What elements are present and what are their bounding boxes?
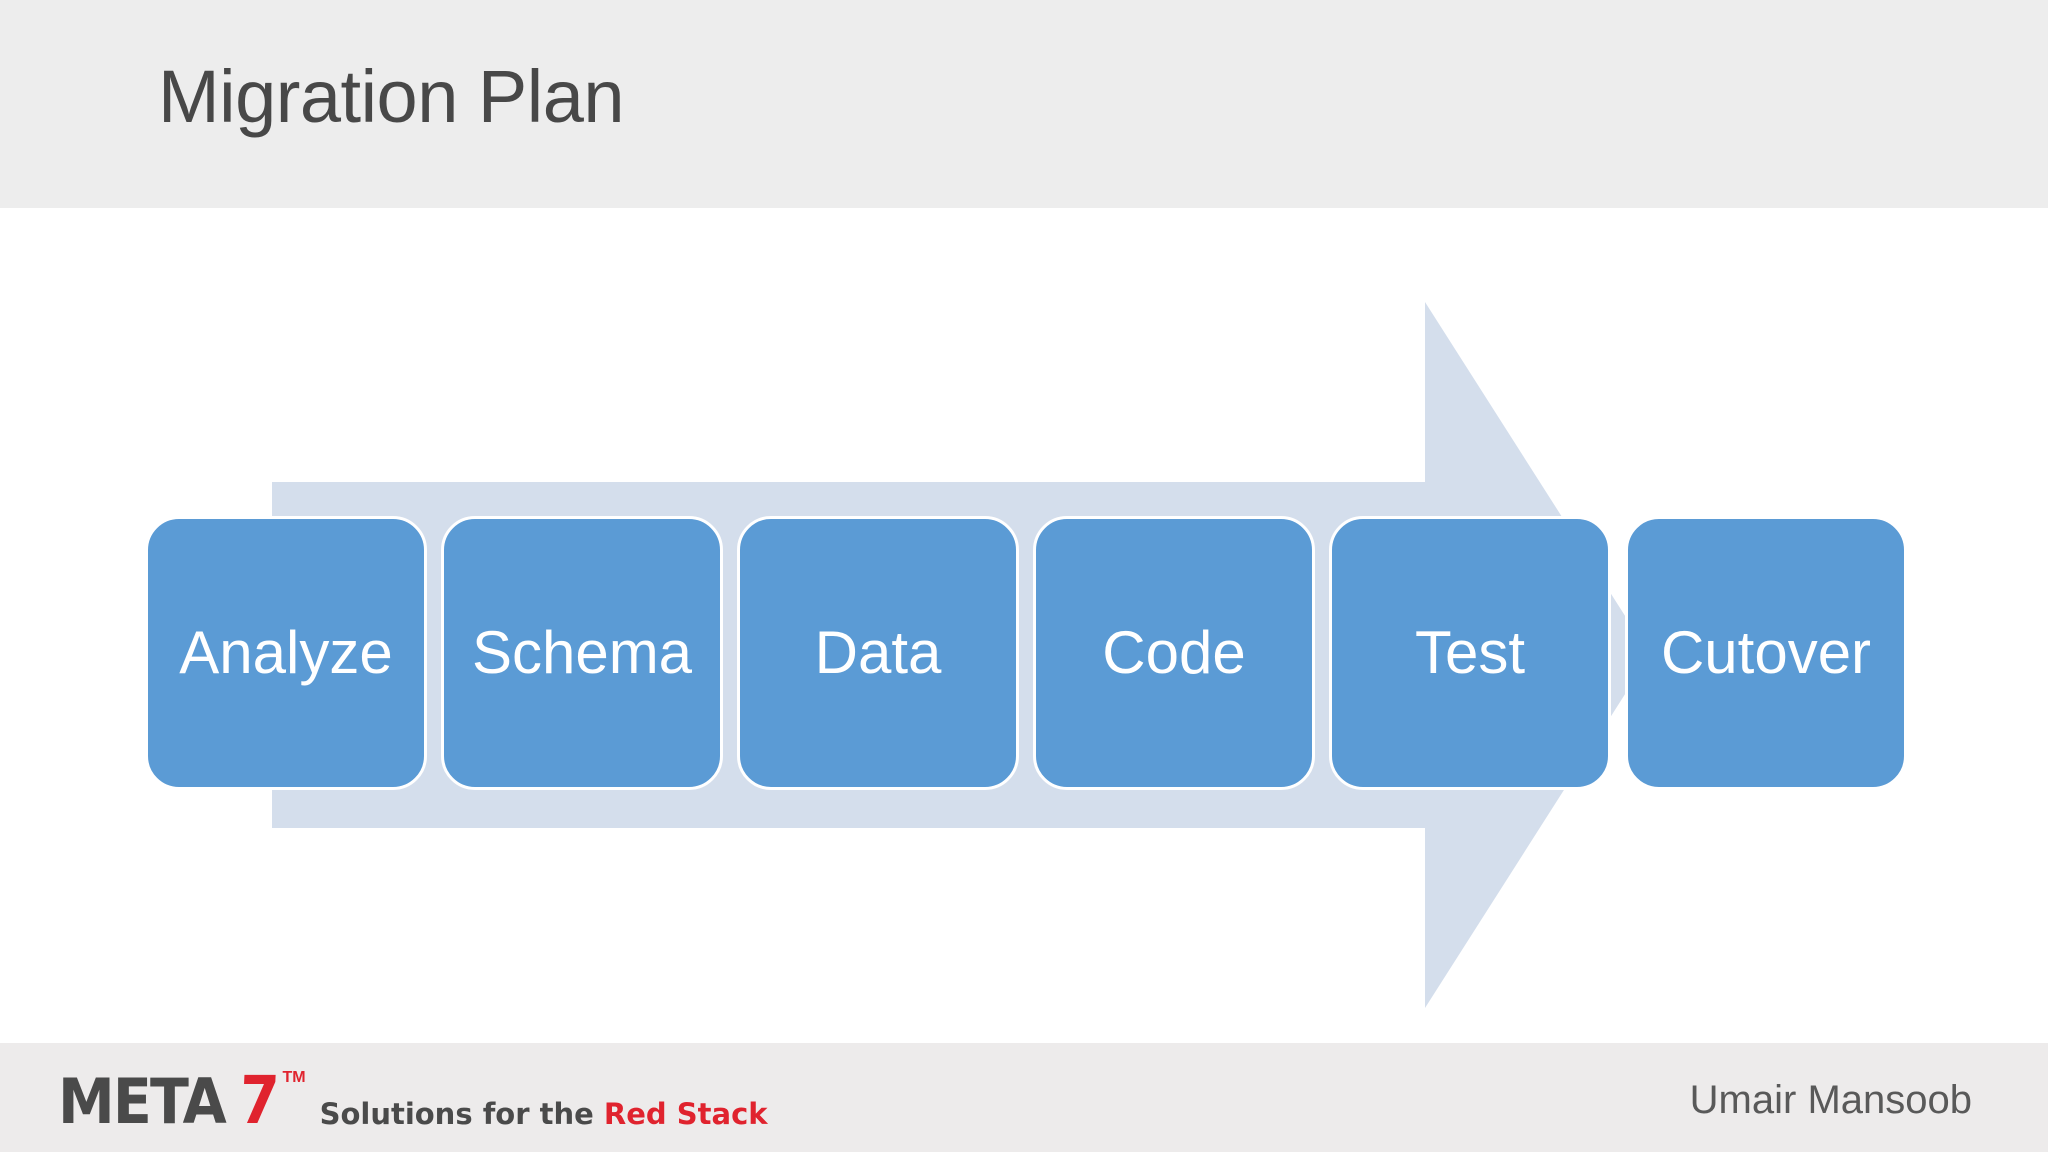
stage-label: Schema	[471, 619, 693, 686]
slide-header-band	[0, 0, 2048, 208]
process-stage-list: Analyze Schema Data Code Test Cutover	[145, 516, 1907, 790]
logo-tagline: Solutions for the Red Stack	[320, 1097, 768, 1131]
stage-box-schema[interactable]: Schema	[441, 516, 723, 790]
stage-label: Cutover	[1660, 619, 1872, 686]
trademark-icon: TM	[282, 1069, 306, 1086]
slide-footer-band	[0, 1043, 2048, 1152]
logo-brand-accent: 7	[237, 1062, 279, 1139]
process-diagram: Analyze Schema Data Code Test Cutover	[0, 208, 2048, 1043]
stage-box-cutover[interactable]: Cutover	[1625, 516, 1907, 790]
stage-box-analyze[interactable]: Analyze	[145, 516, 427, 790]
stage-box-code[interactable]: Code	[1033, 516, 1315, 790]
stage-box-test[interactable]: Test	[1329, 516, 1611, 790]
stage-label: Data	[814, 619, 942, 686]
brand-logo: META 7 TM Solutions for the Red Stack	[58, 1062, 768, 1139]
stage-label: Analyze	[179, 619, 393, 686]
page-title: Migration Plan	[158, 55, 625, 138]
tagline-accent: Red Stack	[603, 1097, 768, 1131]
tagline-plain: Solutions for the	[319, 1097, 604, 1131]
footer-author: Umair Mansoob	[1689, 1078, 1972, 1122]
logo-brand-primary: META	[58, 1065, 227, 1138]
stage-box-data[interactable]: Data	[737, 516, 1019, 790]
stage-label: Test	[1414, 619, 1526, 686]
stage-label: Code	[1102, 619, 1246, 686]
logo-wordmark: META 7 TM	[58, 1062, 306, 1139]
